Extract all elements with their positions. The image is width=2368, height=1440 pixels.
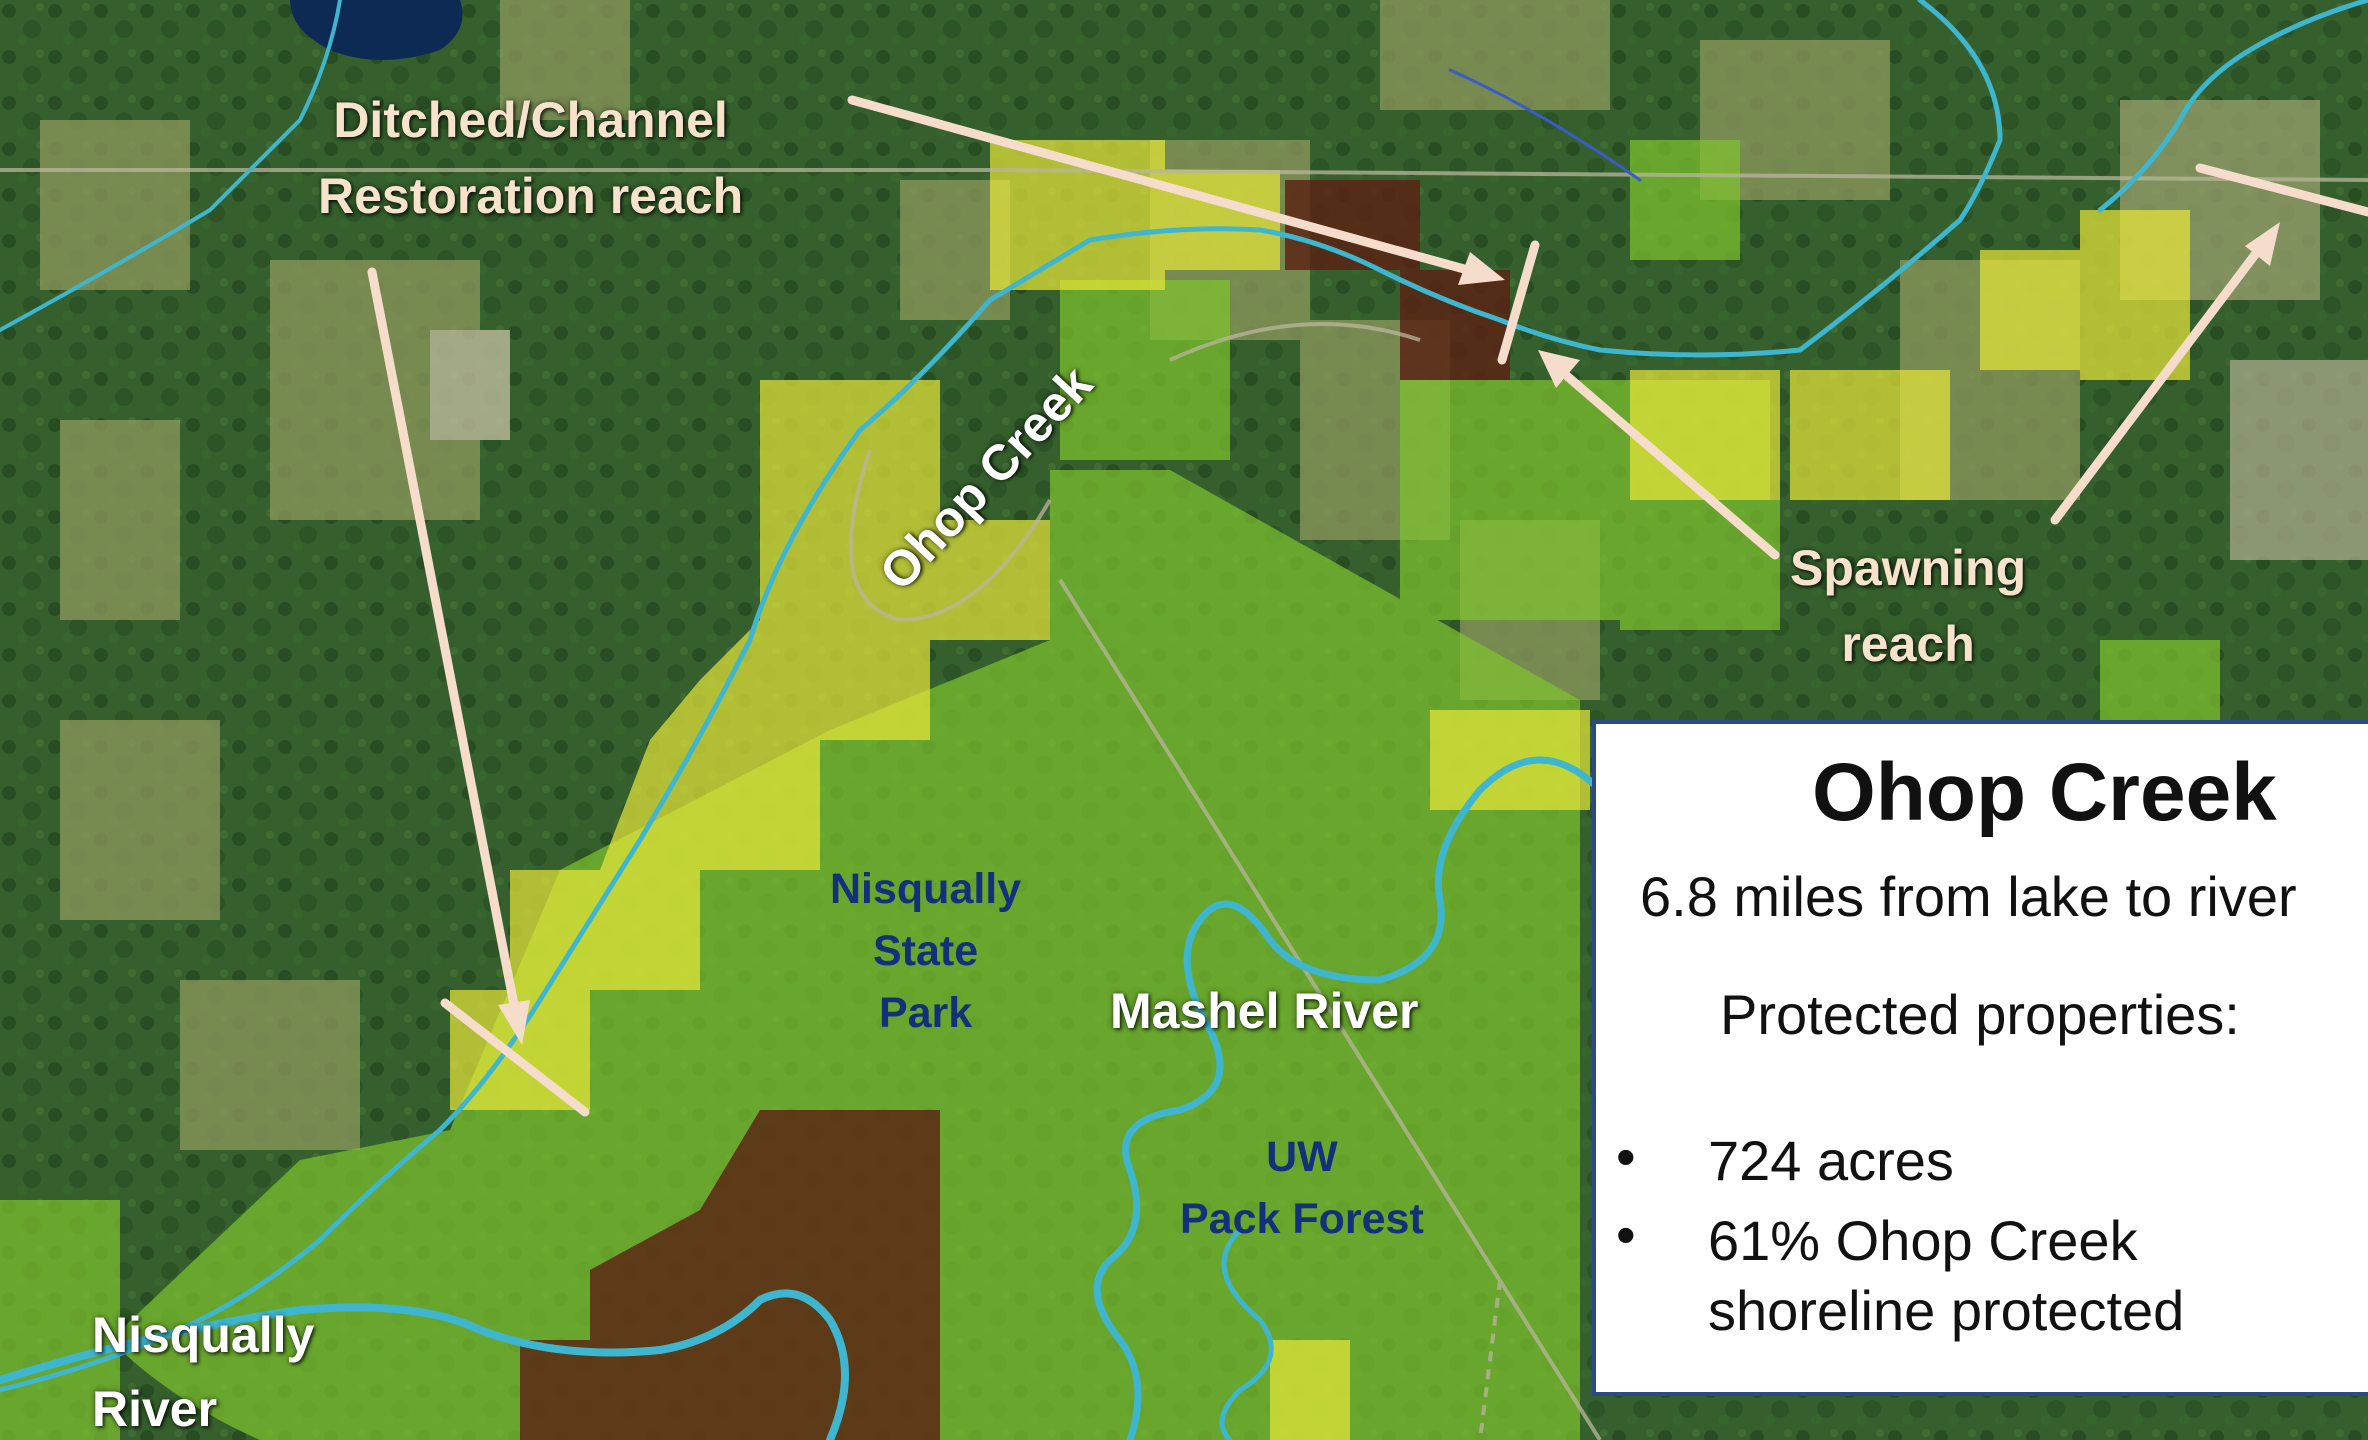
ditch-channel-path (0, 0, 342, 332)
lake (290, 0, 463, 60)
upper-creek-path (2097, 0, 2368, 213)
info-subtitle: 6.8 miles from lake to river (1640, 865, 2297, 928)
label-nsp-line2: State (873, 927, 979, 975)
label-nsp-line3: Park (878, 989, 973, 1037)
info-title: Ohop Creek (1812, 747, 2277, 838)
label-spawning-line2: reach (1841, 616, 1975, 672)
label-nisqually-river: Nisqually River (92, 1298, 314, 1440)
label-spawning-line1: Spawning (1790, 540, 2027, 596)
protected-properties-heading: Protected properties: (1720, 983, 2240, 1046)
reach-marker-top (1497, 240, 1540, 365)
label-ditched-line1: Ditched/Channel (333, 92, 728, 148)
bullet-shoreline-line1: 61% Ohop Creek (1708, 1209, 2138, 1272)
bullet-marker-2: • (1616, 1203, 1636, 1266)
label-spawning-reach: Spawning reach (1790, 530, 2026, 682)
protected-yellow-parcels (450, 140, 2190, 1440)
arrow-ditched-to-lower-reach (367, 267, 530, 1045)
label-nr-line1: Nisqually (92, 1307, 315, 1363)
nisqually-river-path (0, 1289, 849, 1440)
reach-marker-right (2195, 163, 2368, 217)
arrow-spawning-to-creek (1538, 350, 1780, 560)
bullet-acres: 724 acres (1708, 1129, 1954, 1192)
label-ditched-restoration-reach: Ditched/Channel Restoration reach (318, 82, 743, 234)
label-mashel-river: Mashel River (1110, 983, 1419, 1039)
label-ditched-line2: Restoration reach (318, 168, 744, 224)
bullet-shoreline-line2: shoreline protected (1708, 1279, 2185, 1342)
ohop-creek-path (0, 0, 2003, 1393)
label-nr-line2: River (92, 1381, 218, 1437)
label-nsp-line1: Nisqually (830, 865, 1022, 913)
stream-blue-line (1448, 68, 1642, 182)
info-panel: Ohop Creek 6.8 miles from lake to river … (1592, 720, 2368, 1396)
arrow-spawning-to-upper (2050, 222, 2280, 525)
label-nisqually-state-park: Nisqually State Park (830, 858, 1021, 1044)
mashel-river-path (1093, 756, 1604, 1440)
callout-arrows (367, 95, 2368, 1117)
label-uw-pack-forest: UW Pack Forest (1180, 1126, 1424, 1250)
label-uw-line1: UW (1266, 1133, 1338, 1181)
bullet-marker-1: • (1616, 1125, 1636, 1188)
mashel-tributary-path (1219, 1227, 1274, 1440)
reach-marker-bottom (440, 998, 590, 1117)
arrow-ditched-to-top-reach (847, 95, 1505, 285)
label-uw-line2: Pack Forest (1180, 1195, 1424, 1243)
